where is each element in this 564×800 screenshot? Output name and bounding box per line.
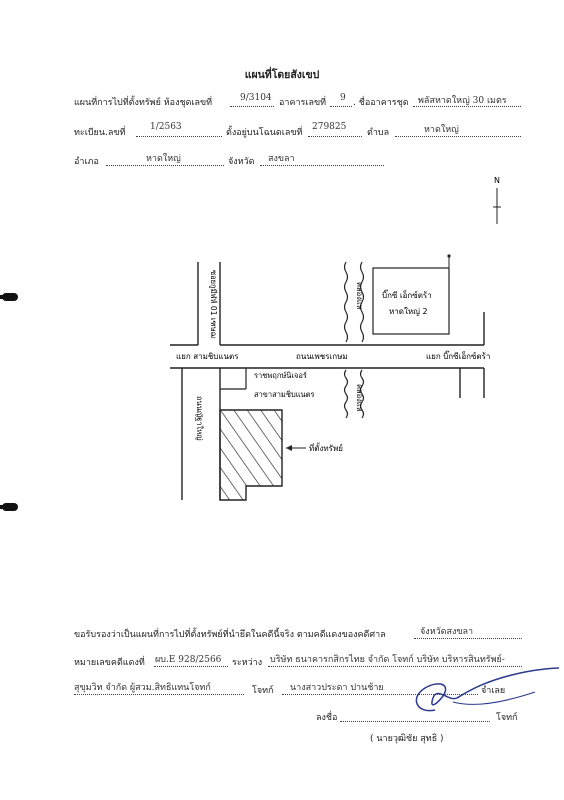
- left-junction-label: แยก สามชิบแนตร: [176, 352, 239, 361]
- line2-label-subdistrict: ตำบล: [367, 128, 390, 138]
- right-junction-label: แยก บิ๊กซีเอ็กซ์ตร้า: [426, 350, 490, 361]
- bigc-label-line2: หาดใหญ่ 2: [389, 307, 428, 316]
- north-label: N: [494, 176, 500, 185]
- north-arrow-icon: [493, 188, 501, 224]
- deed-number: 279825: [312, 122, 347, 132]
- between-label: ระหว่าง: [232, 658, 263, 668]
- line2-label-reg: ทะเบียน.ลขที่: [74, 128, 126, 138]
- building-name: พลัสหาดใหญ่ 30 เมตร: [418, 96, 507, 106]
- rajapruek-label-line2: สาขาสามชิบแนตร: [254, 390, 315, 399]
- punch-hole-bottom: [0, 503, 18, 511]
- plaintiff-dots: [268, 666, 522, 667]
- bigc-marker-dot: [447, 254, 451, 258]
- bigc-building: [372, 267, 450, 335]
- canal-bottom-east: [359, 369, 365, 419]
- punch-hole-top: [0, 293, 18, 301]
- defendant-role-label: จำเลย: [481, 686, 506, 696]
- sign-label: ลงชื่อ: [316, 713, 338, 723]
- road-left-bottom-label: ถนนญัฐาใหญ่: [195, 396, 204, 441]
- line2-dots-deed: [308, 136, 362, 137]
- room-number: 9/3104: [240, 93, 272, 103]
- line3-label-province: จังหวัด: [228, 157, 255, 167]
- certify-dots-court: [414, 638, 522, 639]
- plaintiff-name: บริษัท ธนาคารกสิกรไทย จำกัด โจทก์ บริษัท…: [270, 655, 505, 665]
- property-pointer-icon: [286, 445, 306, 451]
- plaintiff2-dots: [74, 694, 244, 695]
- signature: [415, 667, 560, 712]
- sign-dots: [340, 721, 490, 722]
- bigc-label-line1: บิ๊กซี เอ็กซ์ตร้า: [382, 289, 432, 300]
- district: หาดใหญ่: [146, 154, 181, 164]
- rajapruek-label-line1: ราชพฤกษ์นิเจอร์: [254, 371, 307, 380]
- line3-dots-province: [260, 165, 384, 166]
- certify-label: ขอรับรองว่าเป็นแผนที่การไปที่ตั้งทรัพย์ท…: [74, 630, 386, 640]
- canal-top-label: คลองแห: [355, 282, 364, 310]
- line2-label-deed: ตั้งอยู่บนโฉนดเลขที่: [226, 128, 303, 138]
- property-lot: [219, 409, 283, 501]
- sign-role-label: โจทก์: [496, 713, 518, 723]
- page-title: แผนที่โดยสังเขป: [244, 69, 320, 81]
- line1-label-building: อาคารเลขที่: [279, 98, 327, 108]
- line1-dots-room: [230, 106, 274, 107]
- case-dots: [154, 666, 228, 667]
- line1-dots-building: [330, 106, 352, 107]
- line3-label-district: อำเภอ: [74, 157, 99, 167]
- line2-dots-reg: [136, 136, 222, 137]
- main-road-label: ถนนเพชรเกษม: [296, 352, 348, 361]
- line2-dots-subdistrict: [395, 136, 521, 137]
- province: สงขลา: [268, 154, 295, 164]
- court-name: จังหวัดสงขลา: [420, 627, 474, 637]
- case-label: หมายเลขคดีแดงที่: [74, 658, 145, 668]
- plaintiff-role-label: โจทก์: [252, 686, 274, 696]
- signer-name: ( นายวุฒิชัย สุทธิ ): [370, 734, 444, 744]
- line1-dots-name: [413, 106, 521, 107]
- road-left-top-label: ซอยกูมีฬห์ 01 เฑษฌ: [209, 270, 218, 339]
- defendant-dots: [282, 694, 478, 695]
- canal-top-west: [343, 261, 349, 343]
- plaintiff-name-line2: สุขุมวิท จำกัด ผู้สวม.สิทธิแทนโจทก์: [74, 683, 211, 693]
- property-label: ที่ตั้งทรัพย์: [309, 442, 343, 453]
- defendant-name: นางสาวประดา ปานช้าย: [290, 683, 384, 693]
- registration-number: 1/2563: [150, 122, 182, 132]
- subdistrict: หาดใหญ่: [424, 125, 459, 135]
- building-number: 9: [340, 93, 346, 103]
- canal-bottom-west: [343, 369, 349, 419]
- canal-bottom-label: คลองแห: [355, 384, 364, 412]
- line3-dots-district: [106, 165, 224, 166]
- canal-top-east: [359, 261, 365, 343]
- case-number: ผบ.E 928/2566: [155, 655, 222, 665]
- line1-label-name: . ชื่ออาคารชุด: [353, 98, 409, 108]
- line1-label-room: แผนที่การไปที่ตั้งทรัพย์ ห้องชุดเลขที่: [74, 98, 213, 108]
